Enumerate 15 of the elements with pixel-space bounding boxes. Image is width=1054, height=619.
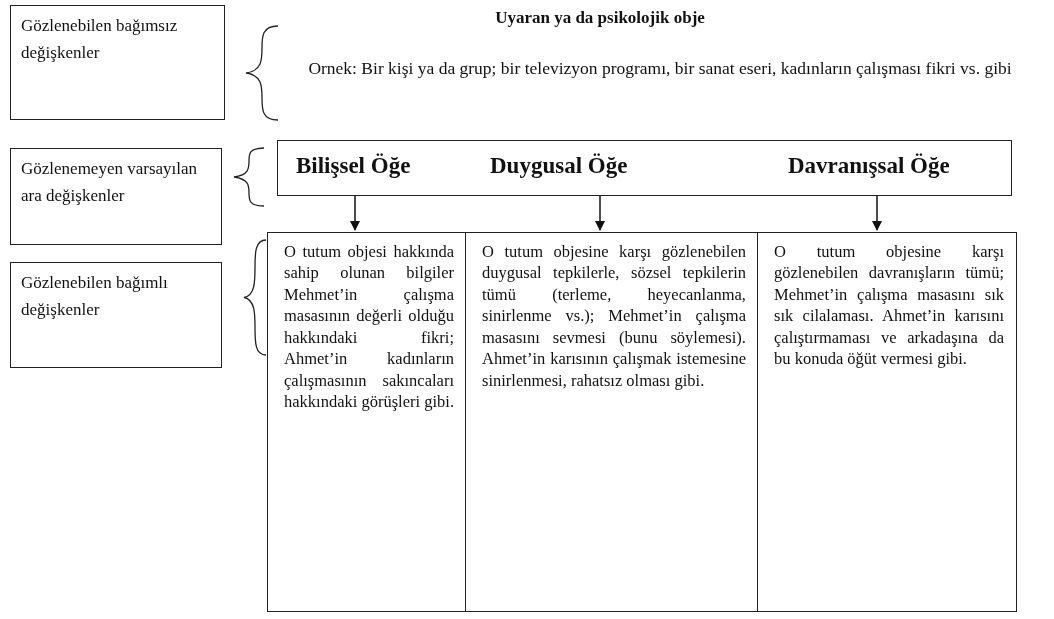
arrow	[350, 195, 360, 231]
variable-box: Gözlenemeyen varsayılan ara değişkenler	[10, 148, 222, 245]
table-cell: O tutum objesi hakkında sahip olunan bilgiler Mehmet’in çalışma masasının değerli olduğu hakkındaki fikri; Ahmet’in kadınların çalışmasının sakıncaları hakkındaki görüşleri gibi.	[267, 232, 467, 612]
component-heading: Davranışsal Öğe	[788, 153, 950, 179]
table-cell: O tutum objesine karşı gözlenebilen davranışların tümü; Mehmet’in çalışma masasını sık sık cilalaması. Ahmet’in karısını çalıştırmaması ve arkadaşına da bu konuda öğüt vermesi gibi.	[757, 232, 1017, 612]
heading-text: Uyaran ya da psikolojik obje	[494, 8, 706, 28]
component-heading: Duygusal Öğe	[490, 153, 628, 179]
example-text: Ornek: Bir kişi ya da grup; bir televizyon programı, bir sanat eseri, kadınların çalışması fikri vs. gibi	[307, 58, 1013, 80]
arrow	[872, 195, 882, 231]
variable-box: Gözlenebilen bağımlı değişkenler	[10, 262, 222, 368]
table-cell: O tutum objesine karşı gözlenebilen duygusal tepkilerle, sözsel tepkilerin tümü (terleme, heyecanlanma, sinirlenme vs.); Mehmet’in çalışma masasını sevmesi (bunu söylemesi). Ahmet’in karısının çalışmak istemesine sinirlenmesi, rahatsız olması gibi.	[465, 232, 759, 612]
variable-box: Gözlenebilen bağımsız değişkenler	[10, 5, 225, 120]
component-band	[277, 140, 1012, 196]
arrow	[595, 195, 605, 231]
component-heading: Bilişsel Öğe	[296, 153, 411, 179]
